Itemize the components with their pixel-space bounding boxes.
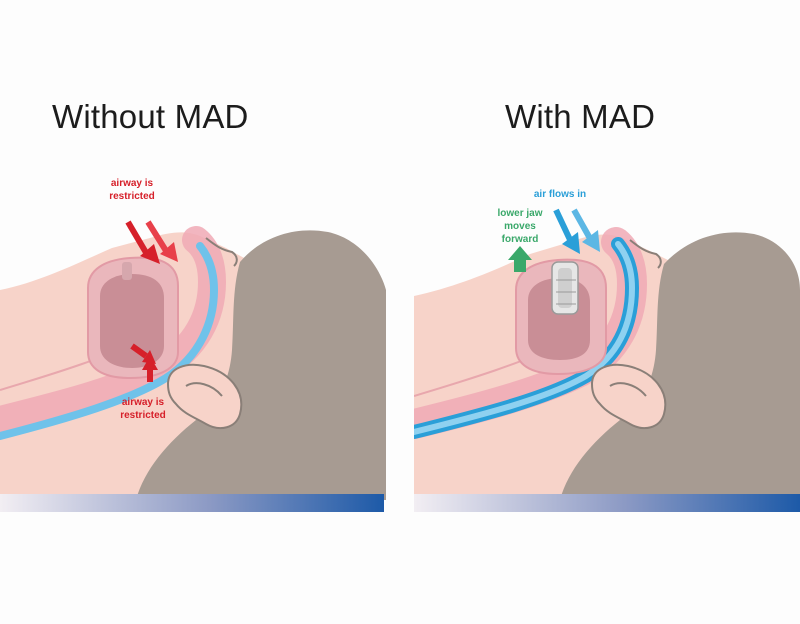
mad-device xyxy=(551,261,579,315)
left-label-top-1: airway is xyxy=(111,178,154,189)
left-restricted-arrows-throat xyxy=(130,343,158,382)
right-label-air: air flows in xyxy=(534,189,586,200)
right-jaw-arrow xyxy=(508,246,532,272)
left-hair xyxy=(136,230,386,500)
left-panel xyxy=(0,226,386,512)
left-airflow xyxy=(0,242,219,440)
right-airflow-arrows xyxy=(553,208,600,254)
right-hair xyxy=(560,232,800,500)
right-label-jaw-2: moves xyxy=(504,221,536,232)
right-label-jaw-1: lower jaw xyxy=(497,208,542,219)
left-label-bottom-1: airway is xyxy=(122,397,165,408)
panel-title-with-mad: With MAD xyxy=(505,98,656,135)
left-bed xyxy=(0,494,384,512)
right-bed xyxy=(414,494,800,512)
left-label-bottom-2: restricted xyxy=(120,410,166,421)
left-tongue xyxy=(100,274,164,368)
right-label-jaw-3: forward xyxy=(502,234,539,245)
right-ear xyxy=(590,363,667,430)
panel-title-without-mad: Without MAD xyxy=(52,98,249,135)
left-ear xyxy=(166,363,243,430)
right-panel xyxy=(414,227,800,512)
left-label-top-2: restricted xyxy=(109,191,155,202)
left-restricted-arrows-top xyxy=(125,220,178,264)
